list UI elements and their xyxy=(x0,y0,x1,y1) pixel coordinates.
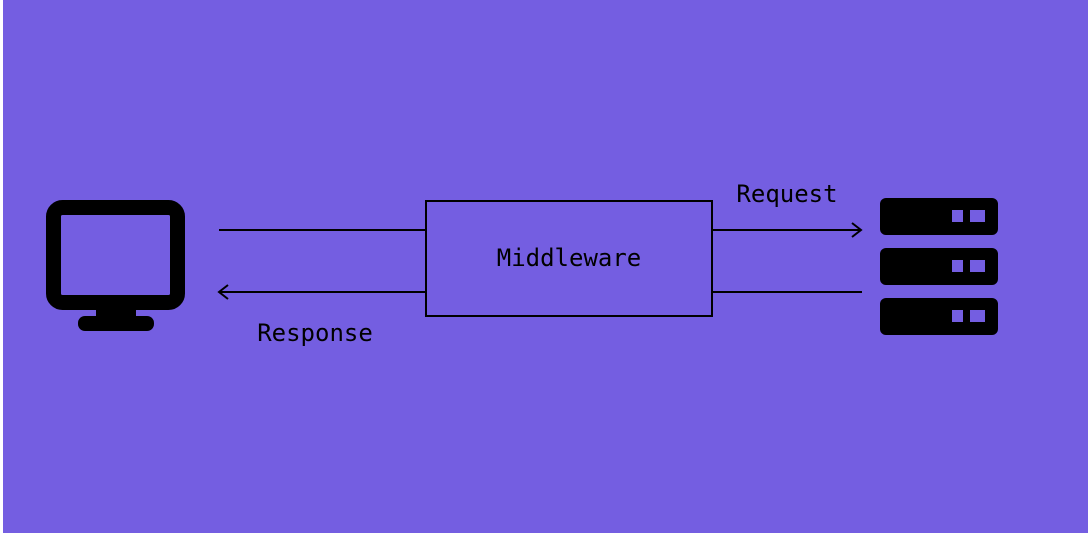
response-label: Response xyxy=(257,319,373,347)
request-label: Request xyxy=(736,180,837,208)
monitor-icon xyxy=(46,200,185,331)
server-unit-icon xyxy=(880,198,998,235)
request-arrow xyxy=(712,222,863,238)
middleware-label: Middleware xyxy=(497,244,642,272)
server-unit-icon xyxy=(880,298,998,335)
server-stack-icon xyxy=(880,198,998,335)
response-arrow xyxy=(217,284,426,300)
server-unit-icon xyxy=(880,248,998,285)
middleware-box xyxy=(425,200,713,317)
